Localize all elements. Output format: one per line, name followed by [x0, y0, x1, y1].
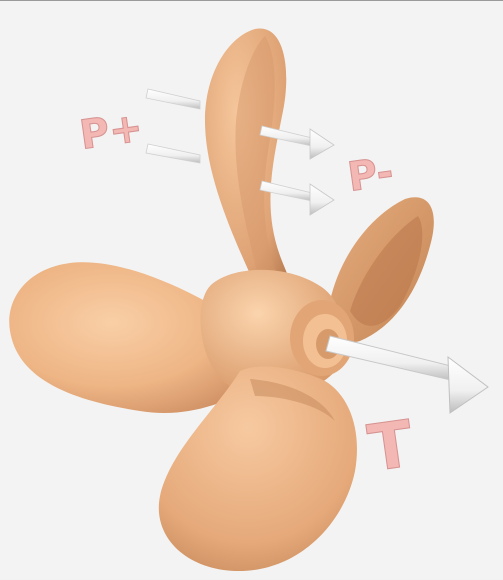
propeller-blade-top [205, 28, 295, 311]
propeller-blade-top-edge [235, 36, 276, 291]
propeller-blade-left [9, 262, 265, 413]
label-pressure-high: P+ [77, 105, 146, 159]
label-thrust: T [364, 407, 418, 486]
flow-arrow-4 [259, 180, 335, 216]
flow-arrow-1 [145, 88, 201, 110]
propeller-blade-bottom-shadow [250, 379, 335, 421]
propeller-blade-bottom [158, 366, 357, 572]
flow-arrow-2 [145, 143, 201, 164]
propeller-blade-right-shadow [350, 216, 423, 326]
label-pressure-low: P- [345, 149, 396, 201]
flow-arrow-3 [259, 125, 335, 160]
thrust-arrow [325, 335, 489, 414]
